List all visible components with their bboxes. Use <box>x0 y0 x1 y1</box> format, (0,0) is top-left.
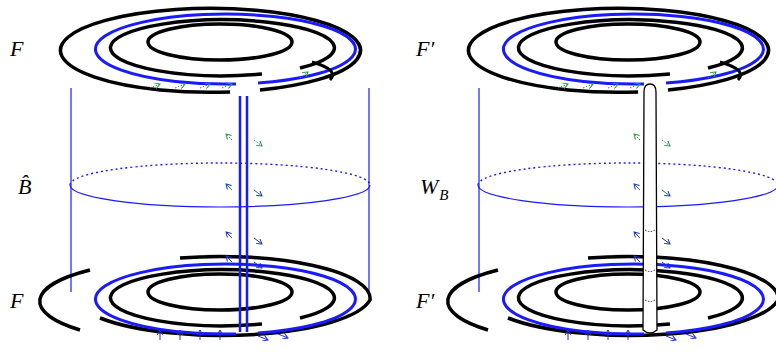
tube-section <box>645 230 655 302</box>
surface-label: F <box>10 38 23 60</box>
band-edge <box>246 96 249 332</box>
surface-label: F′ <box>416 38 434 60</box>
surface-label: F <box>10 290 23 312</box>
surface-label: B̂ <box>18 176 31 198</box>
surface-label: F′ <box>416 290 434 312</box>
tube <box>643 84 657 333</box>
subscript-label: B <box>439 188 448 203</box>
surface-label: W <box>420 176 438 198</box>
left-figure <box>40 8 370 340</box>
band-edge <box>239 96 242 332</box>
right-figure <box>448 8 776 340</box>
